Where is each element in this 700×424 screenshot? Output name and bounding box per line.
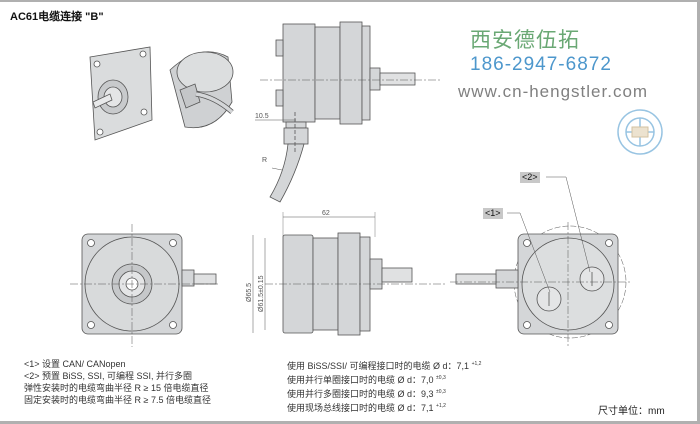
cable-note: 使用现场总线接口时的电缆 Ø d：7,1 +1,2 bbox=[287, 400, 481, 414]
cable-note: 使用并行单圈接口时的电缆 Ø d：7,0 ±0,3 bbox=[287, 372, 481, 386]
dim-radius: R bbox=[262, 157, 267, 164]
note-line: 固定安装时的电缆弯曲半径 R ≥ 7.5 倍电缆直径 bbox=[24, 395, 211, 405]
cable-note-tolerance: +1,2 bbox=[471, 361, 482, 367]
side-view-bottom bbox=[265, 232, 445, 336]
unit-label: 尺寸单位：mm bbox=[598, 406, 665, 417]
notes-left: <1> 设置 CAN/ CANopen <2> 预置 BiSS, SSI, 可编… bbox=[24, 358, 211, 406]
dim-outer-diameter: Ø65.5 bbox=[246, 283, 253, 302]
watermark-logo bbox=[617, 109, 663, 155]
watermark-company: 西安德伍拓 bbox=[470, 28, 580, 52]
rear-view bbox=[450, 176, 630, 347]
isometric-view bbox=[89, 46, 234, 141]
drawing-title: AC61电缆连接 "B" bbox=[10, 11, 104, 23]
cable-note-tolerance: ±0,3 bbox=[436, 375, 446, 381]
dim-inner-diameter: Ø61.5±0.15 bbox=[258, 275, 265, 312]
note-line: <1> 设置 CAN/ CANopen bbox=[24, 359, 126, 369]
cable-note-text: 使用并行多圈接口时的电缆 Ø d：9,3 bbox=[287, 389, 434, 399]
callout-1: <1> bbox=[483, 208, 503, 219]
watermark-website: www.cn-hengstler.com bbox=[458, 82, 649, 101]
watermark-phone: 186-2947-6872 bbox=[470, 54, 612, 75]
side-view-top bbox=[260, 21, 440, 203]
cable-note: 使用 BiSS/SSI/ 可编程接口时的电缆 Ø d：7,1 +1,2 bbox=[287, 358, 481, 372]
cable-note-tolerance: ±0,3 bbox=[436, 389, 446, 395]
cable-note-text: 使用并行单圈接口时的电缆 Ø d：7,0 bbox=[287, 375, 434, 385]
cable-note: 使用并行多圈接口时的电缆 Ø d：9,3 ±0,3 bbox=[287, 386, 481, 400]
cable-note-tolerance: +1,2 bbox=[436, 403, 446, 409]
dim-offset: 10.5 bbox=[255, 113, 269, 120]
cable-note-text: 使用现场总线接口时的电缆 Ø d：7,1 bbox=[287, 403, 434, 413]
note-line: 弹性安装时的电缆弯曲半径 R ≥ 15 倍电缆直径 bbox=[24, 383, 209, 393]
front-view bbox=[70, 224, 220, 347]
notes-right: 使用 BiSS/SSI/ 可编程接口时的电缆 Ø d：7,1 +1,2 使用并行… bbox=[287, 358, 481, 414]
callout-2: <2> bbox=[520, 172, 540, 183]
cable-note-text: 使用 BiSS/SSI/ 可编程接口时的电缆 Ø d：7,1 bbox=[287, 361, 470, 371]
dim-length: 62 bbox=[322, 210, 330, 217]
note-line: <2> 预置 BiSS, SSI, 可编程 SSI, 并行多圈 bbox=[24, 371, 193, 381]
